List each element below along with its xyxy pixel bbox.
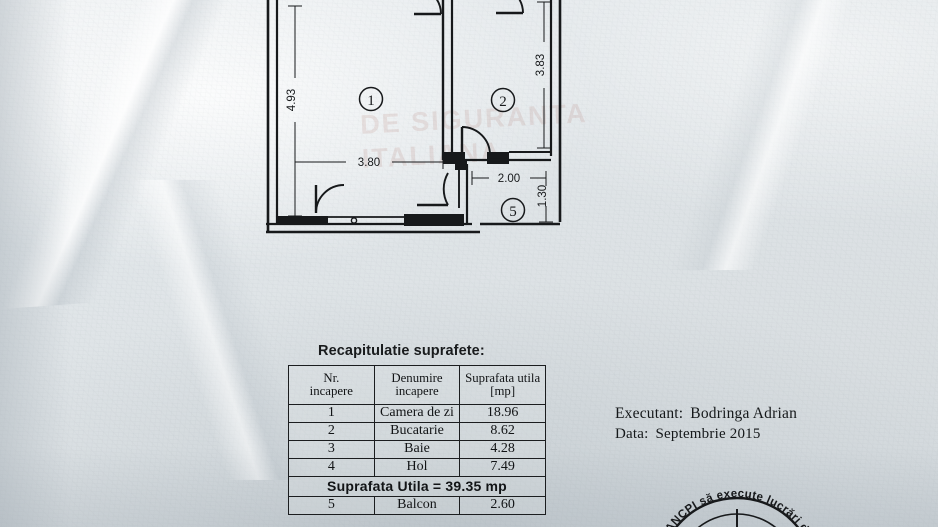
table-row: 5 Balcon 2.60 xyxy=(288,496,546,515)
header-nr-line1: Nr. xyxy=(323,370,340,385)
cell-total: Suprafata Utila = 39.35 mp xyxy=(288,476,546,497)
date-line: Data: Septembrie 2015 xyxy=(615,424,797,444)
date-label: Data: xyxy=(615,426,649,442)
dimension-label-493: 4.93 xyxy=(286,89,298,111)
cell-area: 8.62 xyxy=(459,422,546,441)
table-total-row: Suprafata Utila = 39.35 mp xyxy=(288,476,546,497)
room-number-2: 2 xyxy=(499,94,507,110)
surface-recap-table: Nr. incapere Denumire incapere Suprafata… xyxy=(288,365,546,515)
table-row: 1 Camera de zi 18.96 xyxy=(288,404,546,423)
cell-area: 18.96 xyxy=(459,404,546,423)
executant-label: Executant: xyxy=(615,405,684,422)
header-suprafata-line2: [mp] xyxy=(490,384,516,398)
cell-nr: 4 xyxy=(288,458,375,477)
header-nr-incapere: Nr. incapere xyxy=(288,365,375,405)
cell-name: Bucatarie xyxy=(373,422,461,441)
dimension-label-380: 3.80 xyxy=(358,157,380,169)
page-left-shadow xyxy=(0,0,70,527)
cell-area: 4.28 xyxy=(459,440,546,459)
header-nr-line2: incapere xyxy=(309,384,353,398)
room-number-1: 1 xyxy=(367,93,375,109)
table-row: 3 Baie 4.28 xyxy=(288,440,546,459)
dimension-label-200: 2.00 xyxy=(498,173,520,185)
header-suprafata-utila: Suprafata utila [mp] xyxy=(459,365,546,405)
header-denumire-line1: Denumire xyxy=(391,370,443,385)
cell-name: Hol xyxy=(373,458,461,477)
dimension-label-383: 3.83 xyxy=(535,54,547,76)
header-denumire-incapere: Denumire incapere xyxy=(373,365,461,405)
cell-name: Camera de zi xyxy=(373,404,461,423)
header-suprafata-line1: Suprafata utila xyxy=(465,370,541,385)
header-denumire-line2: incapere xyxy=(395,384,439,398)
cell-nr: 3 xyxy=(288,440,375,459)
table-row: 2 Bucatarie 8.62 xyxy=(288,422,546,441)
executant-block: Executant: Bodringa Adrian Data: Septembri… xyxy=(615,404,797,444)
cell-area: 7.49 xyxy=(459,458,546,477)
executant-name: Bodringa Adrian xyxy=(690,405,798,422)
dimension-label-130: 1.30 xyxy=(537,185,549,207)
cell-nr: 2 xyxy=(288,422,375,441)
table-header-row: Nr. incapere Denumire incapere Suprafata… xyxy=(288,365,546,405)
cell-name: Balcon xyxy=(373,496,461,515)
cell-nr: 1 xyxy=(288,404,375,423)
cell-name: Baie xyxy=(373,440,461,459)
executant-line: Executant: Bodringa Adrian xyxy=(615,404,797,424)
room-number-5: 5 xyxy=(509,204,517,220)
date-value: Septembrie 2015 xyxy=(655,426,761,442)
recap-title: Recapitulatie suprafete: xyxy=(318,343,485,359)
table-row: 4 Hol 7.49 xyxy=(288,458,546,477)
cell-nr: 5 xyxy=(288,496,375,515)
cell-area: 2.60 xyxy=(459,496,546,515)
